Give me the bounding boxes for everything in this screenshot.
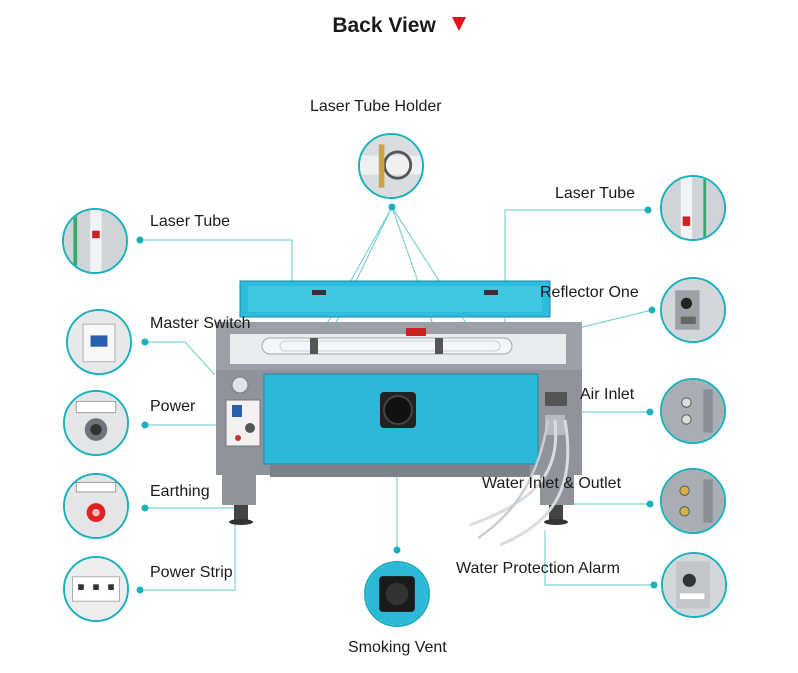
connector-dots (136, 203, 658, 594)
label-water-inlet-outlet: Water Inlet & Outlet (482, 475, 622, 492)
water-protection-alarm-thumb (661, 552, 727, 618)
laser-tube-right-thumb (660, 175, 726, 241)
master-switch-thumb (66, 309, 132, 375)
laser-machine (216, 280, 582, 547)
down-triangle-icon (451, 17, 466, 31)
power-thumb (63, 390, 129, 456)
label-reflector-one: Reflector One (540, 284, 639, 301)
title-text: Back View (332, 14, 436, 37)
smoking-vent-thumb (364, 561, 430, 627)
label-water-protection-alarm: Water Protection Alarm (456, 560, 620, 577)
laser-tube-holder-thumb (358, 133, 424, 199)
label-power-strip: Power Strip (150, 564, 233, 581)
label-smoking-vent: Smoking Vent (348, 639, 447, 656)
page-title: Back View (0, 14, 798, 38)
label-laser-tube-right: Laser Tube (555, 185, 636, 202)
reflector-one-thumb (660, 277, 726, 343)
label-master-switch: Master Switch (150, 315, 251, 332)
earthing-thumb (63, 473, 129, 539)
label-air-inlet: Air Inlet (580, 386, 635, 403)
label-laser-tube-left: Laser Tube (150, 213, 231, 230)
air-inlet-thumb (660, 378, 726, 444)
power-strip-thumb (63, 556, 129, 622)
label-earthing: Earthing (150, 483, 210, 500)
label-laser-tube-holder: Laser Tube Holder (310, 98, 442, 115)
label-power: Power (150, 398, 196, 415)
laser-tube-left-thumb (62, 208, 128, 274)
water-inlet-outlet-thumb (660, 468, 726, 534)
